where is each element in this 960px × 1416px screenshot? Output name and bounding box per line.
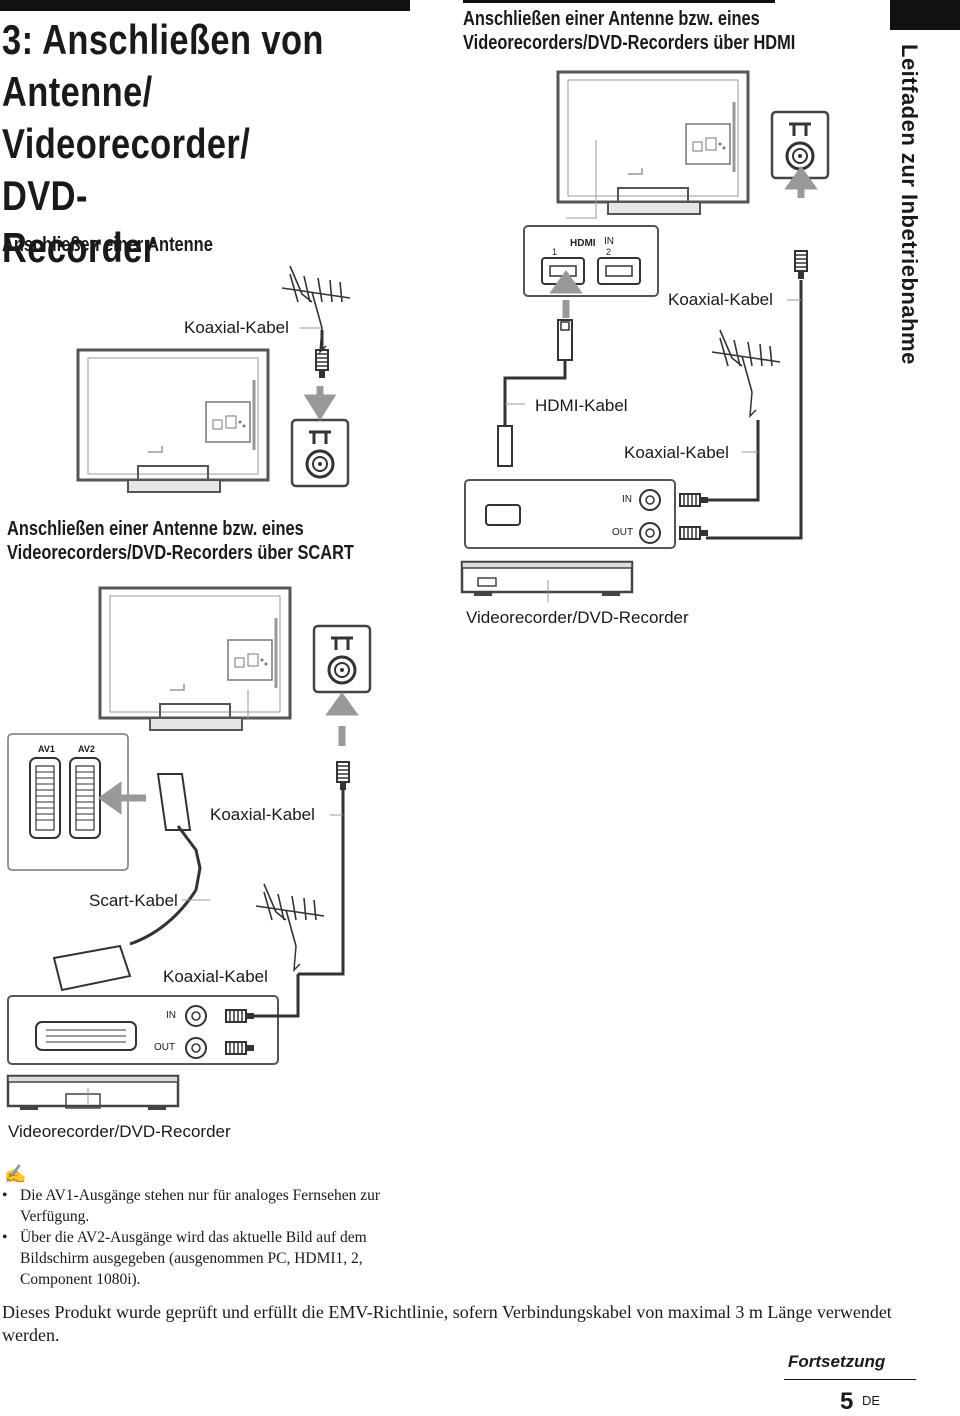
page-number: 5 — [840, 1388, 854, 1415]
label-recorder-hdmi: Videorecorder/DVD-Recorder — [466, 608, 689, 627]
page-title: 3: Anschließen von Antenne/ Videorecorde… — [2, 16, 324, 271]
continued-label: Fortsetzung — [788, 1352, 886, 1371]
label-scart-cable: Scart-Kabel — [89, 891, 178, 910]
section-heading-scart-1: Anschließen einer Antenne bzw. eines — [7, 518, 304, 540]
label-coax-hdmi-bottom: Koaxial-Kabel — [624, 443, 729, 462]
svg-text:HDMI: HDMI — [570, 238, 596, 249]
note-item: Die AV1-Ausgänge stehen nur für analoges… — [2, 1185, 422, 1227]
emv-notice: Dieses Produkt wurde geprüft und erfüllt… — [2, 1302, 892, 1345]
hdmi-port-2-label: 2 — [606, 247, 612, 257]
section-heading-hdmi-2: Videorecorders/DVD-Recorders über HDMI — [463, 32, 796, 54]
hdmi-port-1-label: 1 — [552, 247, 558, 257]
port-out-label: OUT — [612, 527, 634, 538]
page-language: DE — [862, 1393, 881, 1408]
pencil-memo-icon: ✍ — [4, 1164, 27, 1184]
section-heading-hdmi-1: Anschließen einer Antenne bzw. eines — [463, 8, 760, 30]
header-rule — [0, 0, 410, 11]
label-hdmi-cable: HDMI-Kabel — [535, 396, 628, 415]
port-in-label: IN — [622, 494, 632, 505]
scart-port-in-label: IN — [166, 1010, 176, 1021]
label-recorder-scart: Videorecorder/DVD-Recorder — [8, 1122, 231, 1141]
label-coax-antenna: Koaxial-Kabel — [184, 318, 289, 337]
note-item: Über die AV2-Ausgänge wird das aktuelle … — [2, 1227, 422, 1290]
hdmi-in-label: IN — [604, 236, 614, 247]
label-coax-hdmi-top: Koaxial-Kabel — [668, 290, 773, 309]
av2-label: AV2 — [78, 744, 95, 754]
side-tab-marker — [890, 0, 960, 30]
notes-list: Die AV1-Ausgänge stehen nur für analoges… — [2, 1185, 422, 1290]
continued-rule — [784, 1379, 916, 1380]
section-heading-scart-2: Videorecorders/DVD-Recorders über SCART — [7, 542, 354, 564]
label-coax-scart-top: Koaxial-Kabel — [210, 805, 315, 824]
scart-port-out-label: OUT — [154, 1042, 176, 1053]
side-tab-label: Leitfaden zur Inbetriebnahme — [897, 44, 922, 365]
label-coax-scart-bottom: Koaxial-Kabel — [163, 967, 268, 986]
header-rule-right — [463, 0, 775, 3]
section-heading-antenna: Anschließen einer Antenne — [2, 234, 213, 256]
av1-label: AV1 — [38, 744, 55, 754]
